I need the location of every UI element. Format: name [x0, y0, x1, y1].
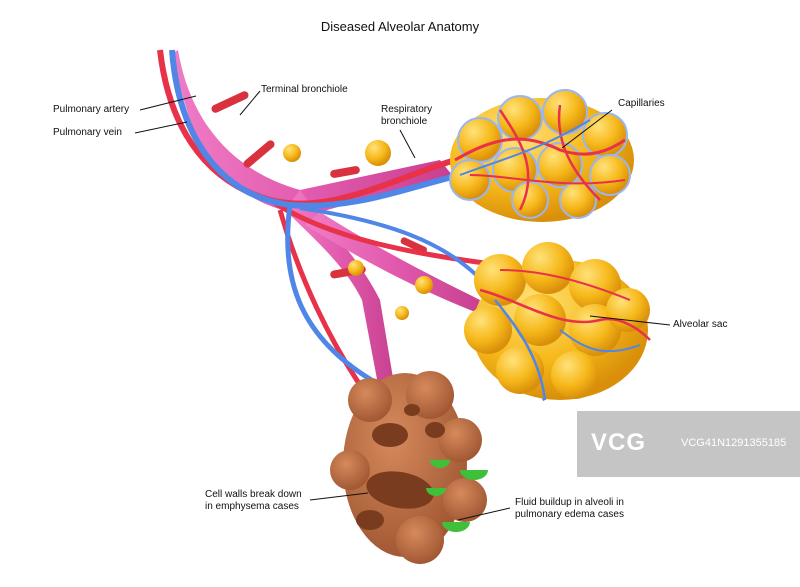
watermark-id: VCG41N1291355185: [681, 437, 787, 449]
label-pulmonary-vein: Pulmonary vein: [53, 127, 122, 138]
label-respiratory-bronchiole-line2: bronchiole: [381, 116, 428, 127]
label-capillaries: Capillaries: [618, 98, 665, 109]
label-terminal-bronchiole: Terminal bronchiole: [261, 84, 348, 95]
label-respiratory-bronchiole-line1: Respiratory: [381, 104, 433, 115]
label-cell-walls-line2: in emphysema cases: [205, 501, 299, 512]
label-cell-walls-line1: Cell walls break down: [205, 489, 302, 500]
label-pulmonary-artery: Pulmonary artery: [53, 104, 130, 115]
label-fluid-buildup-line1: Fluid buildup in alveoli in: [515, 497, 624, 508]
fluid-pockets: [426, 460, 488, 532]
diseased-cluster: [330, 371, 487, 564]
label-fluid-buildup-line2: pulmonary edema cases: [515, 509, 624, 520]
alveolar-sac: [464, 242, 651, 401]
nodules: [283, 140, 433, 320]
label-alveolar-sac: Alveolar sac: [673, 319, 728, 330]
alveolar-cluster-capillaries: [449, 89, 634, 222]
watermark: VCG VCG41N1291355185: [577, 411, 800, 477]
watermark-logo: VCG: [591, 429, 647, 456]
diagram-title: Diseased Alveolar Anatomy: [320, 19, 480, 34]
leader-lines: [134, 90, 671, 521]
